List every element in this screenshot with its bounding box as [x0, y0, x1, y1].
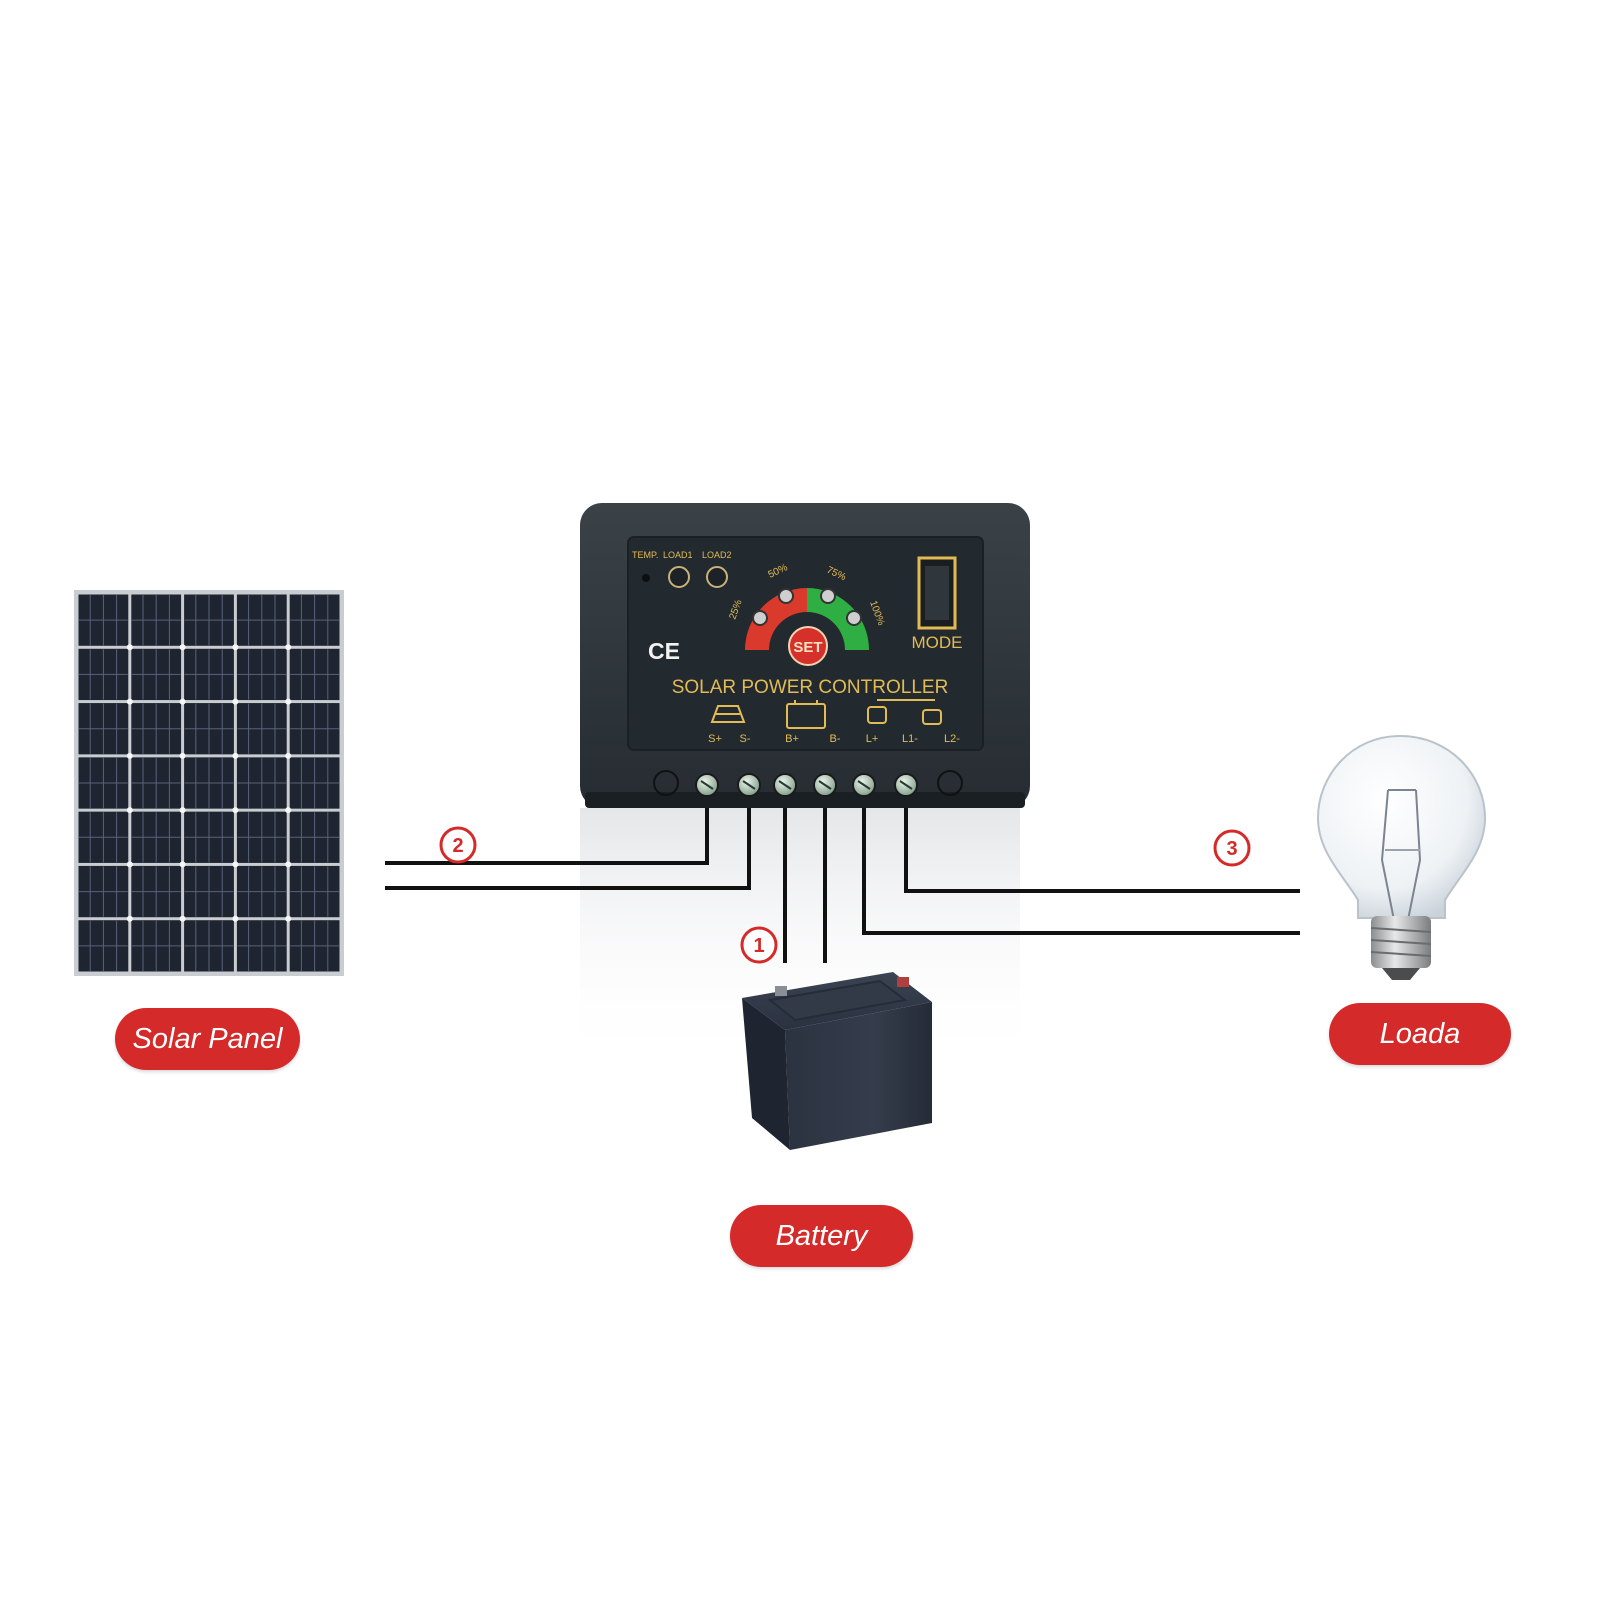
- load1-led: [668, 566, 690, 588]
- controller-name: SOLAR POWER CONTROLLER: [672, 677, 949, 698]
- level-25-led: [752, 610, 768, 626]
- ce-mark: CE: [648, 638, 680, 664]
- battery-image: [742, 972, 932, 1150]
- gauge-red-segment: [745, 588, 807, 650]
- battery-terminal-left: [775, 986, 787, 996]
- step-marker-load: 3: [1213, 829, 1251, 867]
- terminal-label-s-minus: S-: [740, 733, 751, 745]
- terminal-screws: [695, 773, 918, 797]
- solar-panel-label: Solar Panel: [115, 1008, 300, 1070]
- terminal-label-s-plus: S+: [708, 733, 722, 745]
- temp-indicator-label: TEMP.: [632, 550, 658, 560]
- wires: [385, 795, 1300, 963]
- set-button[interactable]: [788, 626, 828, 666]
- load1-indicator-label: LOAD1: [663, 550, 693, 560]
- wire-load-negative: [904, 795, 1300, 893]
- level-50-led: [778, 588, 794, 604]
- mode-display-screen: [925, 566, 949, 620]
- terminal-label-b-plus: B+: [785, 733, 799, 745]
- bulb-glass: [1316, 734, 1487, 919]
- solar-panel-image: [74, 590, 344, 976]
- terminal-label-l1-minus: L1-: [902, 733, 918, 745]
- set-button-label: SET: [793, 639, 822, 656]
- lamp-icon: [867, 706, 887, 724]
- step-number-battery: 1: [753, 935, 764, 957]
- load2-indicator-label: LOAD2: [702, 550, 732, 560]
- battery-terminal-right: [897, 977, 909, 987]
- gauge-green-segment: [807, 588, 869, 650]
- wire-load-positive: [862, 795, 1300, 935]
- level-75-led: [820, 588, 836, 604]
- level-100-led: [846, 610, 862, 626]
- battery-side: [742, 998, 790, 1150]
- light-bulb-image: [1316, 734, 1487, 980]
- terminal-label-l-plus: L+: [866, 733, 879, 745]
- wire-solar-negative: [385, 795, 751, 890]
- load-label: Loada: [1329, 1003, 1511, 1065]
- step-marker-solar: 2: [439, 826, 477, 864]
- solar-power-controller: TEMP. LOAD1 LOAD2 CE 25% 50% 75% 100% SE…: [580, 503, 1030, 808]
- battery-front: [785, 1002, 932, 1150]
- solar-icon: [710, 705, 746, 723]
- temp-sensor-dot: [642, 574, 650, 582]
- battery-label: Battery: [730, 1205, 913, 1267]
- step-number-load: 3: [1226, 838, 1237, 860]
- step-number-solar: 2: [452, 835, 463, 857]
- bulb-filament: [1380, 789, 1422, 921]
- load2-led: [706, 566, 728, 588]
- battery-icon: [786, 703, 826, 729]
- terminal-label-b-minus: B-: [830, 733, 841, 745]
- port-icons: [710, 699, 942, 729]
- lamp2-icon: [922, 709, 942, 725]
- bulb-contact: [1382, 968, 1420, 980]
- terminal-label-l2-minus: L2-: [944, 733, 960, 745]
- mode-label: MODE: [912, 633, 963, 652]
- mount-hole-right: [937, 770, 963, 796]
- step-marker-battery: 1: [740, 926, 778, 964]
- wire-solar-positive: [385, 795, 709, 865]
- mount-hole-left: [653, 770, 679, 796]
